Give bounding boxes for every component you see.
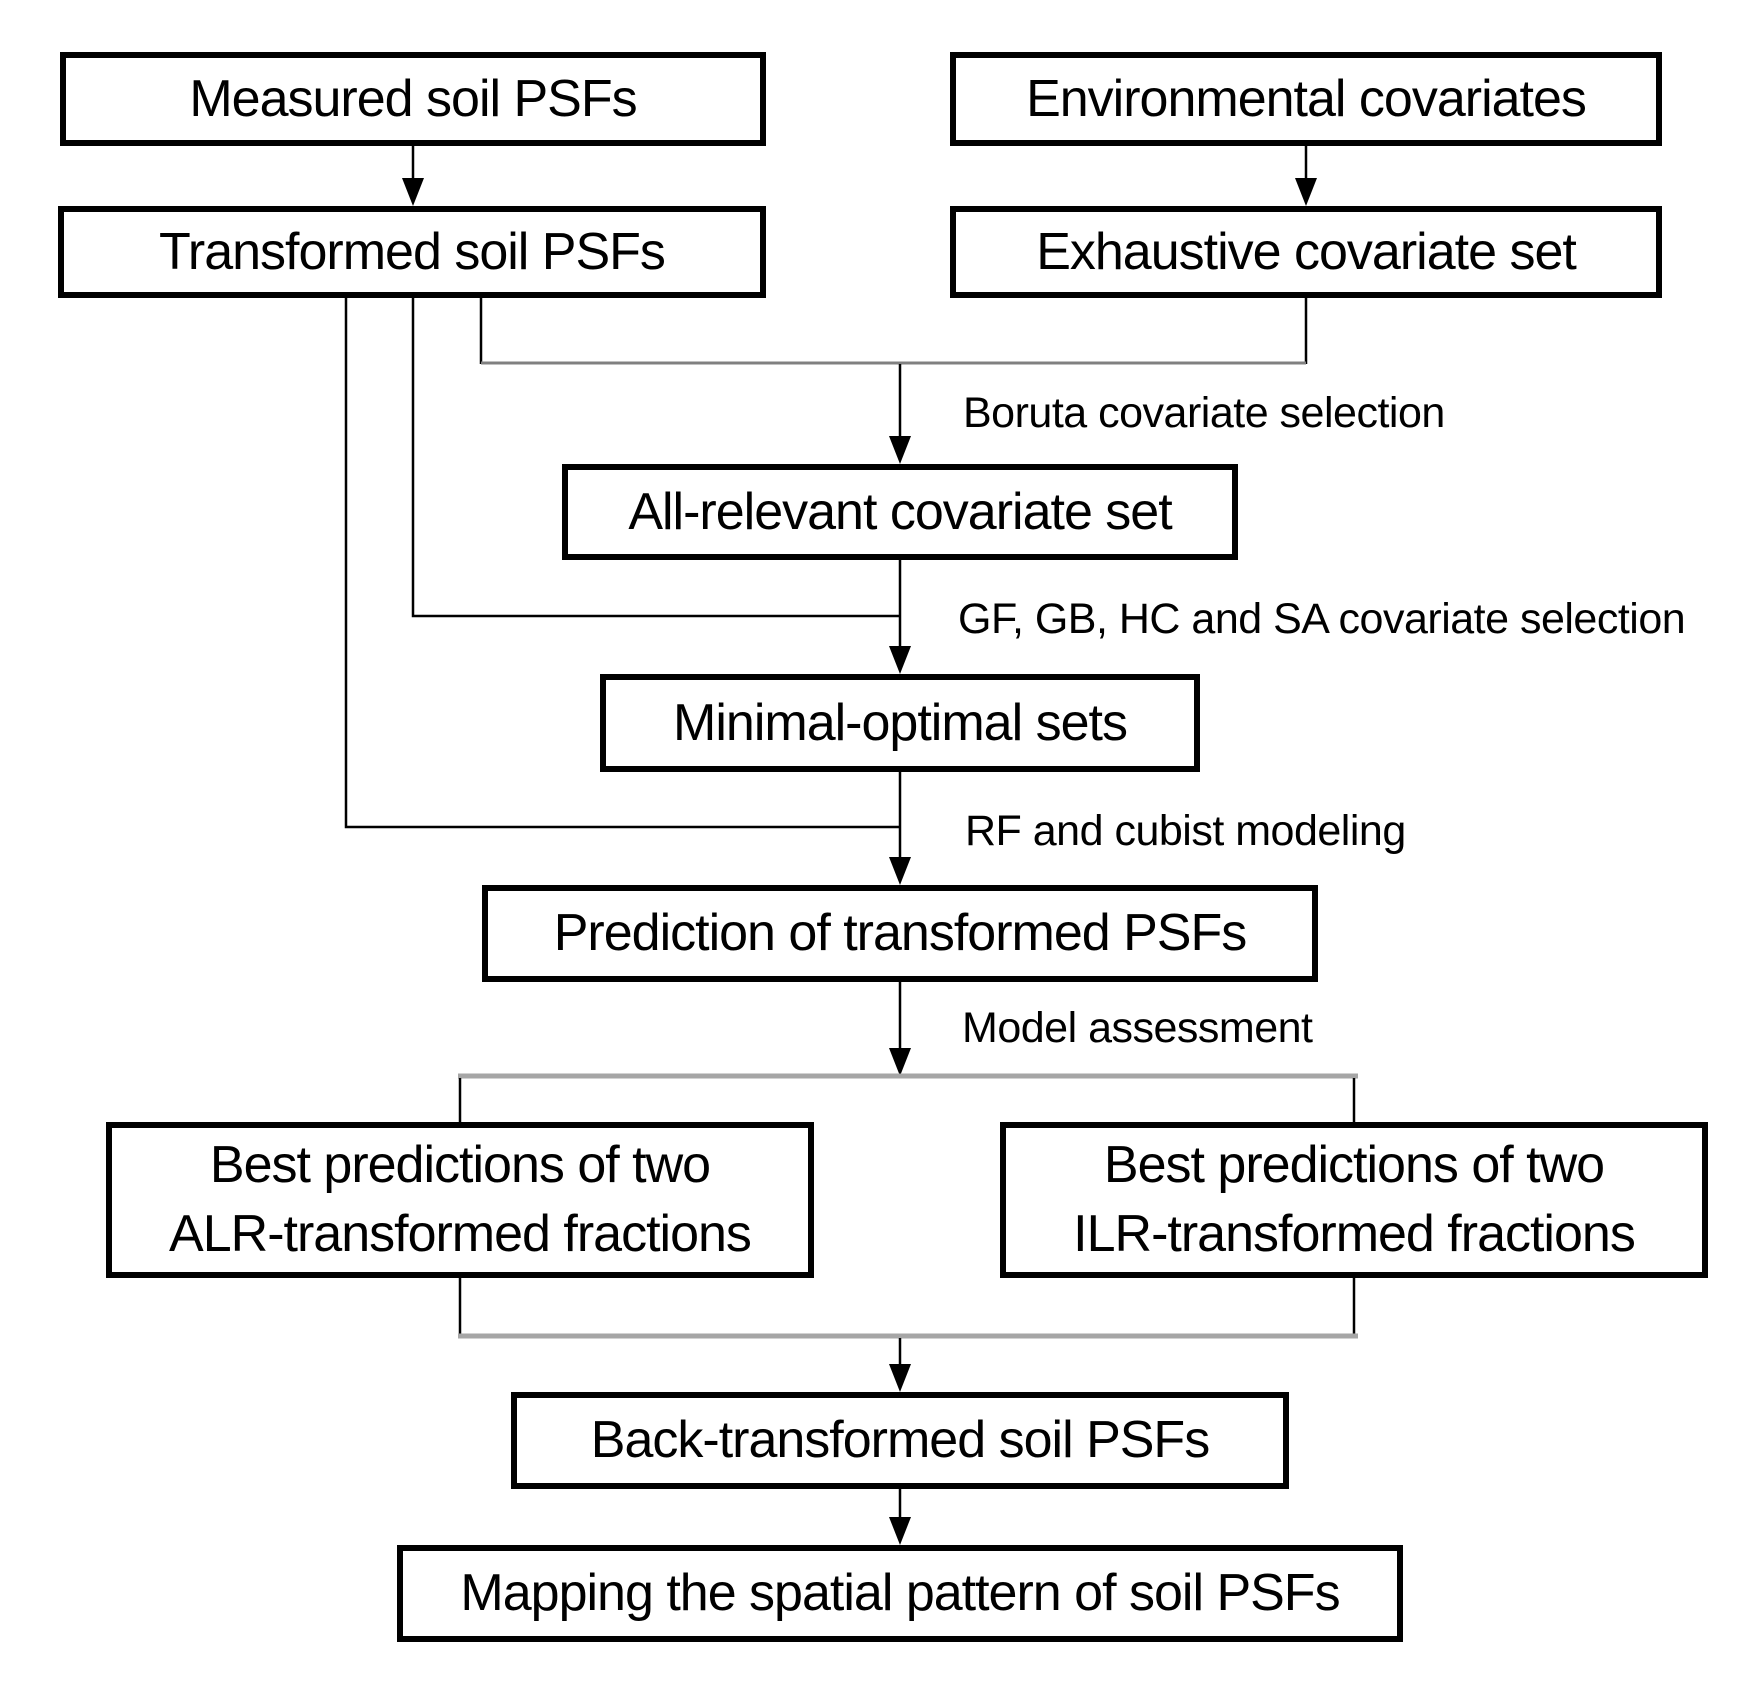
box-back-transformed-soil-psfs: Back-transformed soil PSFs: [511, 1392, 1289, 1489]
arrow-merge-to-back-transformed: [889, 1338, 911, 1392]
box-best-predictions-alr: Best predictions of two ALR-transformed …: [106, 1122, 814, 1278]
box-label-minimal-optimal: Minimal-optimal sets: [673, 693, 1128, 752]
box-label-exhaustive: Exhaustive covariate set: [1036, 222, 1577, 281]
box-label-measured: Measured soil PSFs: [189, 69, 637, 128]
arrow-prediction-to-split: [889, 982, 911, 1076]
box-minimal-optimal-sets: Minimal-optimal sets: [600, 674, 1200, 772]
line-transformed-to-rf-modeling-branch: [344, 298, 900, 829]
box-exhaustive-covariate-set: Exhaustive covariate set: [950, 206, 1662, 298]
arrow-to-all-relevant: [889, 364, 911, 464]
box-best-predictions-ilr: Best predictions of two ILR-transformed …: [1000, 1122, 1708, 1278]
box-label-best-alr-line1: Best predictions of two: [209, 1136, 711, 1195]
arrow-measured-to-transformed: [402, 146, 424, 206]
box-measured-soil-psfs: Measured soil PSFs: [60, 52, 766, 146]
edge-label-boruta-covariate-selection: Boruta covariate selection: [963, 389, 1445, 437]
box-label-prediction: Prediction of transformed PSFs: [553, 904, 1248, 963]
edge-label-gf-gb-hc-sa-covariate-selection: GF, GB, HC and SA covariate selection: [958, 595, 1686, 643]
arrow-minimal-optimal-to-prediction: [889, 772, 911, 885]
line-transformed-to-minimal-optimal-branch: [411, 298, 900, 618]
box-label-all-relevant: All-relevant covariate set: [628, 482, 1172, 541]
merge-connector-from-best-predictions: [458, 1278, 1358, 1339]
box-label-best-ilr-line2: ILR-transformed fractions: [1073, 1205, 1636, 1263]
box-mapping-spatial-pattern: Mapping the spatial pattern of soil PSFs: [397, 1545, 1403, 1642]
split-connector-to-best-predictions: [458, 1073, 1358, 1122]
arrow-environmental-to-exhaustive: [1295, 146, 1317, 206]
box-all-relevant-covariate-set: All-relevant covariate set: [562, 464, 1238, 560]
arrow-back-transformed-to-mapping: [889, 1489, 911, 1545]
edge-label-rf-and-cubist-modeling: RF and cubist modeling: [965, 807, 1406, 855]
arrow-all-relevant-to-minimal-optimal: [889, 560, 911, 674]
box-label-best-alr-line2: ALR-transformed fractions: [169, 1205, 752, 1263]
box-label-environmental: Environmental covariates: [1026, 69, 1587, 128]
box-transformed-soil-psfs: Transformed soil PSFs: [58, 206, 766, 298]
box-environmental-covariates: Environmental covariates: [950, 52, 1662, 146]
box-prediction-of-transformed-psfs: Prediction of transformed PSFs: [482, 885, 1318, 982]
box-label-mapping: Mapping the spatial pattern of soil PSFs: [460, 1564, 1340, 1623]
box-label-best-ilr-line1: Best predictions of two: [1103, 1136, 1605, 1195]
edge-label-model-assessment: Model assessment: [962, 1004, 1313, 1052]
box-label-transformed: Transformed soil PSFs: [159, 222, 666, 281]
box-label-back-transformed: Back-transformed soil PSFs: [590, 1411, 1210, 1470]
